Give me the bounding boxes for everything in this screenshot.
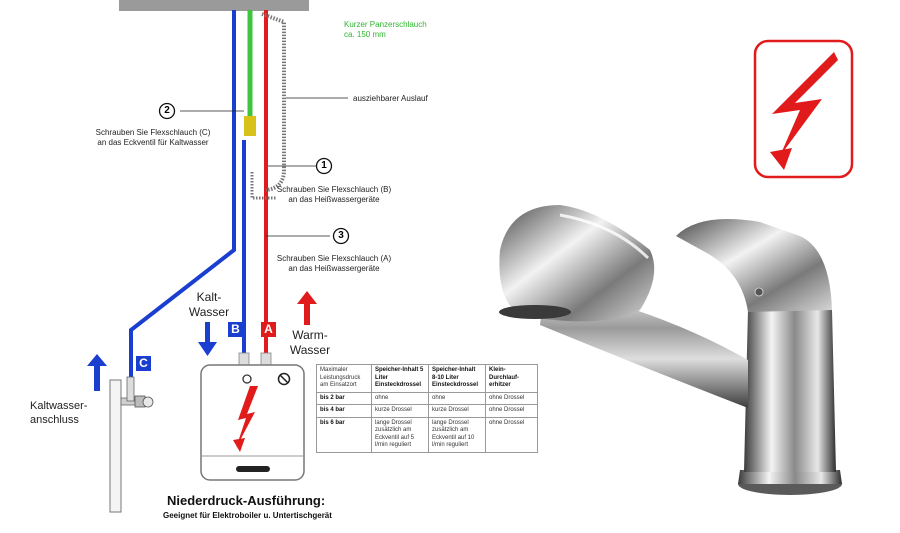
label-pull-out-spout: ausziehbarer Auslauf xyxy=(353,94,428,103)
chrome-faucet-image xyxy=(499,205,842,495)
badge-a: A xyxy=(261,322,276,337)
label-step-b: Schrauben Sie Flexschlauch (B) an das He… xyxy=(276,185,392,204)
badge-b: B xyxy=(228,322,243,337)
footer-title: Niederdruck-Ausführung: xyxy=(167,493,326,508)
table-row: bis 4 bar kurze Drossel kurze Drossel oh… xyxy=(316,404,538,418)
table-header-cell: Klein-Durchlauf-erhitzer xyxy=(485,364,538,393)
step-number-1: 1 xyxy=(321,160,327,171)
table-cell: ohne Drossel xyxy=(485,416,538,453)
step-number-2: 2 xyxy=(164,105,170,116)
sink-body xyxy=(119,0,309,11)
arrow-down-icon xyxy=(198,322,217,356)
prohibited-icon xyxy=(277,372,291,386)
cold-hose-c xyxy=(129,10,236,380)
label-warm-water: Warm- Wasser xyxy=(289,328,331,357)
table-cell: ohne Drossel xyxy=(485,404,538,418)
label-short-hose: Kurzer Panzerschlauch ca. 150 mm xyxy=(344,20,427,39)
table-cell: bis 6 bar xyxy=(316,416,372,453)
table-cell: lange Drossel zusätzlich am Eckventil au… xyxy=(428,416,486,453)
table-cell: kurze Drossel xyxy=(428,404,486,418)
table-cell: ohne Drossel xyxy=(485,391,538,405)
step-number-3: 3 xyxy=(338,230,344,241)
table-cell: bis 2 bar xyxy=(316,391,372,405)
table-header-row: Maximaler Leistungsdruck am Einsatzort S… xyxy=(316,364,538,393)
water-heater xyxy=(200,364,305,481)
footer-subtitle: Geeignet für Elektroboiler u. Untertisch… xyxy=(163,511,332,520)
step-circle-1 xyxy=(315,157,333,175)
arrow-up-icon xyxy=(87,354,107,391)
angle-valve xyxy=(109,376,154,513)
step-circle-3 xyxy=(332,227,350,245)
lightning-warning-icon xyxy=(233,386,258,452)
table-cell: kurze Drossel xyxy=(371,404,429,418)
label-step-a: Schrauben Sie Flexschlauch (A) an das He… xyxy=(276,254,392,273)
badge-c: C xyxy=(136,356,151,371)
table-row: bis 6 bar lange Drossel zusätzlich am Ec… xyxy=(316,416,538,453)
hose-connector xyxy=(244,116,256,136)
table-cell: bis 4 bar xyxy=(316,404,372,418)
lightning-warning-icon xyxy=(753,39,854,179)
pressure-table: Maximaler Leistungsdruck am Einsatzort S… xyxy=(316,364,538,453)
table-row: bis 2 bar ohne ohne ohne Drossel xyxy=(316,391,538,405)
label-cold-water-connection: Kaltwasser- anschluss xyxy=(30,400,88,426)
table-cell: lange Drossel zusätzlich am Eckventil au… xyxy=(371,416,429,453)
table-header-cell: Maximaler Leistungsdruck am Einsatzort xyxy=(316,364,372,393)
label-cold-water: Kalt- Wasser xyxy=(188,290,230,319)
table-cell: ohne xyxy=(371,391,429,405)
arrow-up-icon xyxy=(297,291,317,325)
table-header-cell: Speicher-Inhalt 5 Liter Einsteckdrossel xyxy=(371,364,429,393)
step-circle-2 xyxy=(158,102,176,120)
pull-out-hose xyxy=(261,12,286,192)
table-header-cell: Speicher-Inhalt 8-10 Liter Einsteckdross… xyxy=(428,364,486,393)
label-step-c: Schrauben Sie Flexschlauch (C) an das Ec… xyxy=(95,128,211,147)
table-cell: ohne xyxy=(428,391,486,405)
